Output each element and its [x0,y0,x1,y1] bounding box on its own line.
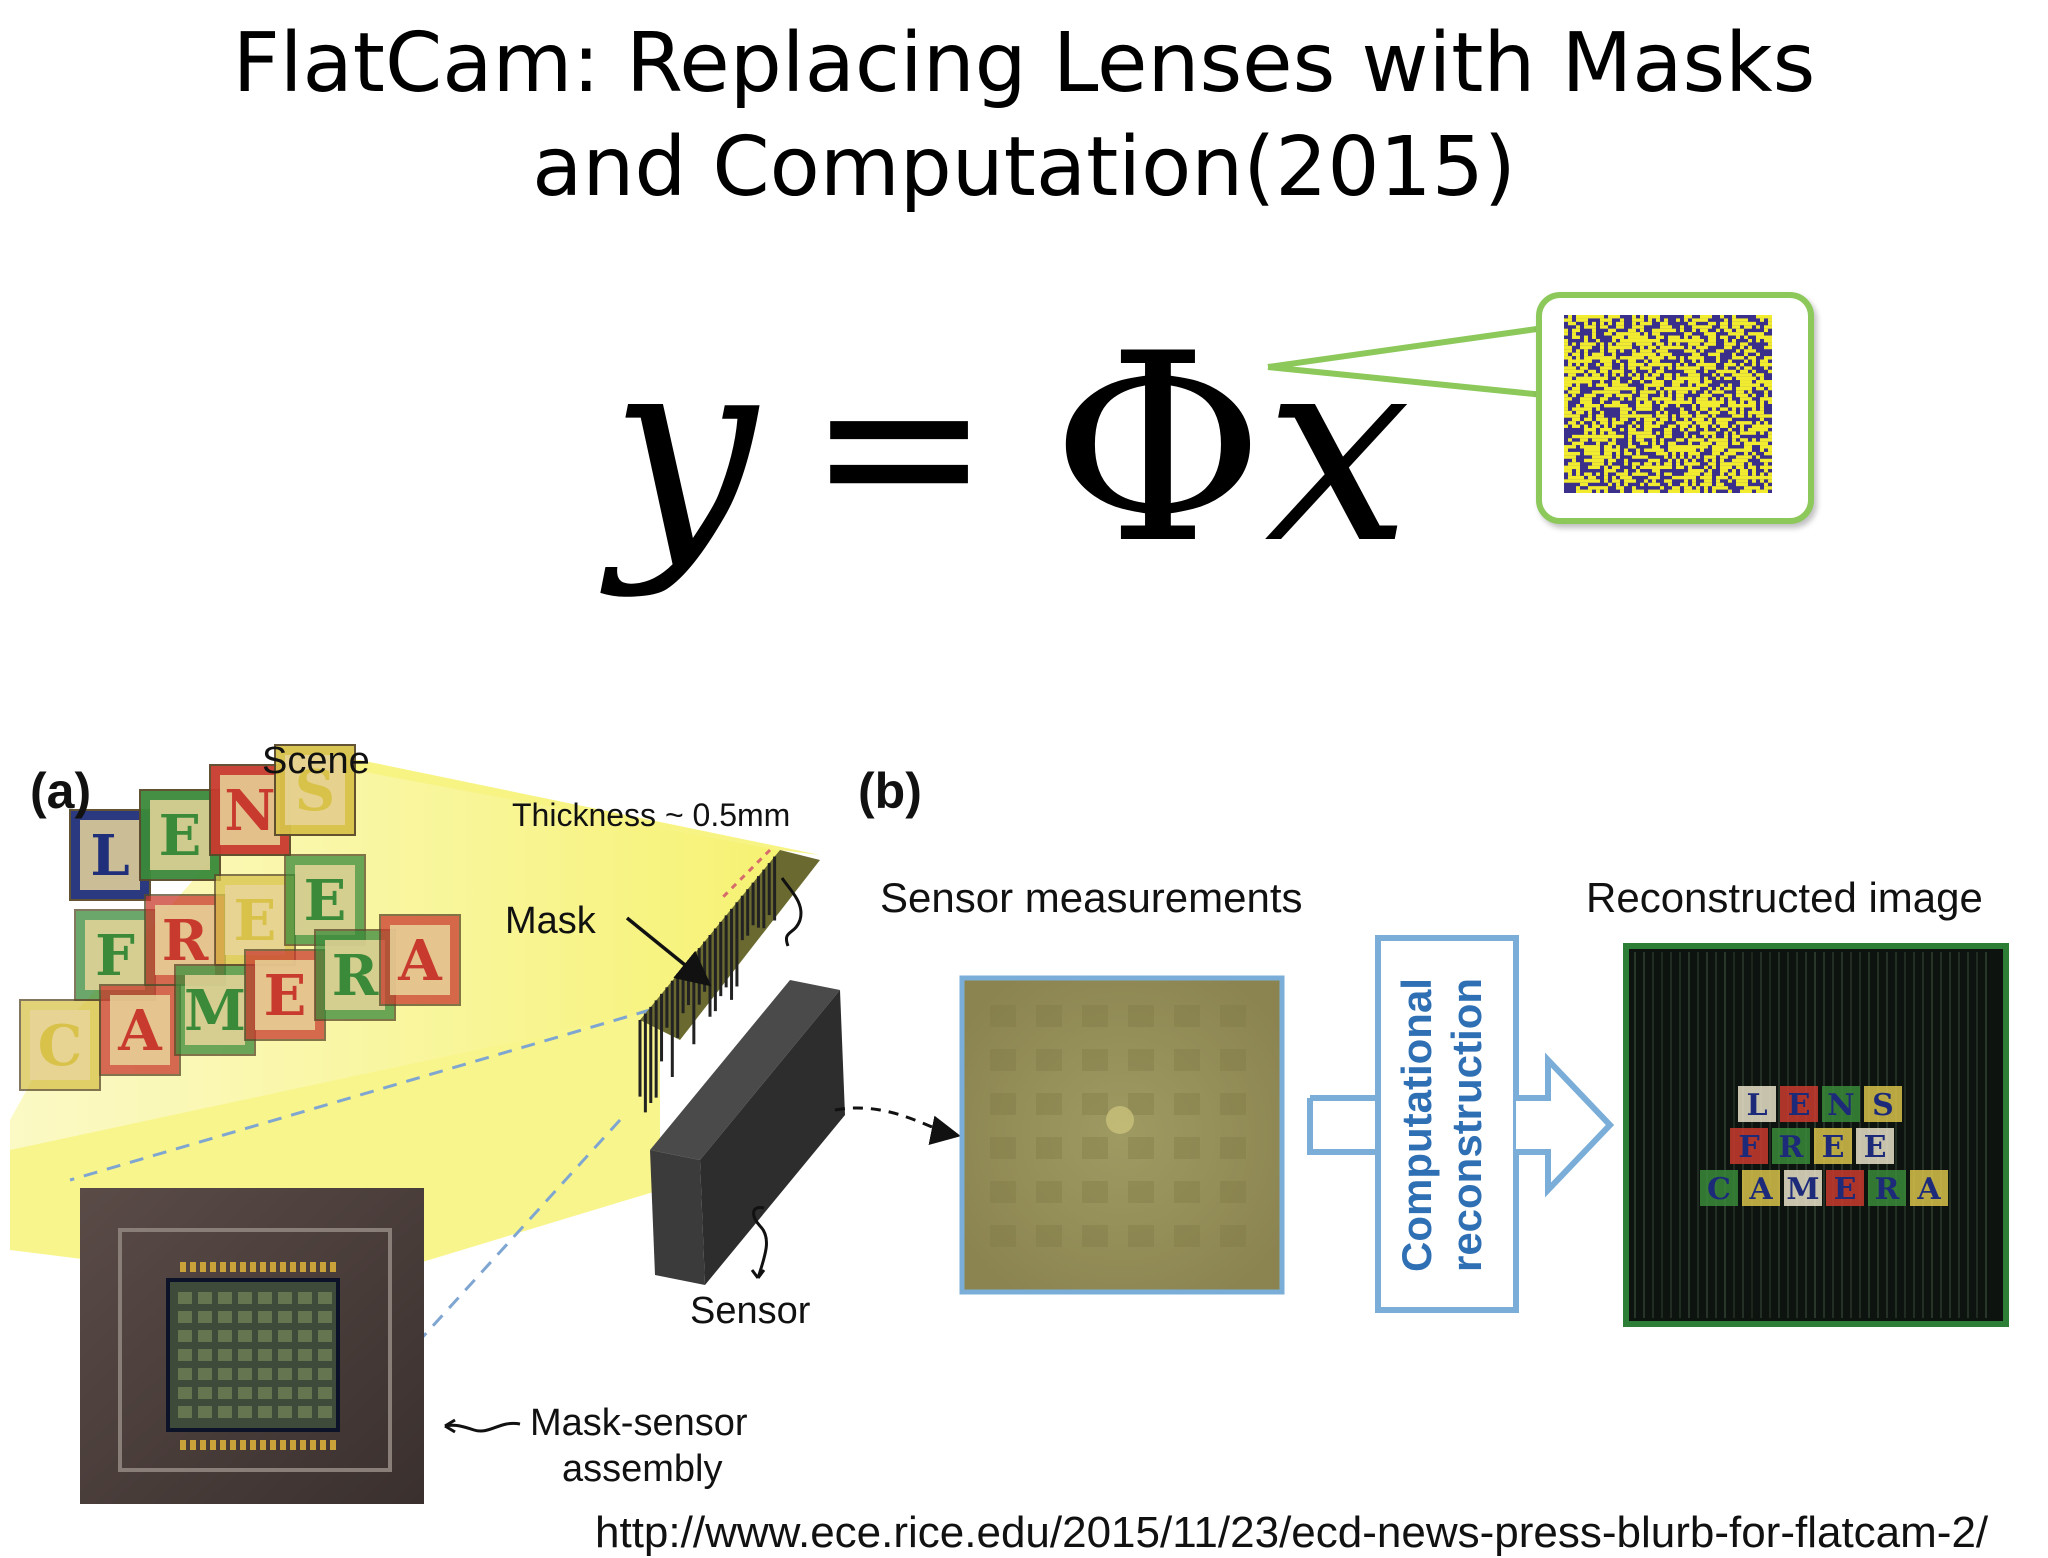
thickness-label: Thickness ~ 0.5mm [512,797,791,833]
sensor-measurements-label: Sensor measurements [880,874,1303,921]
equation-phi: Φ [1051,299,1265,601]
reconstructed-block-letter: E [1864,1130,1887,1165]
reconstructed-block [1868,1170,1906,1206]
reconstructed-block [1814,1128,1852,1164]
equation-equals: = [806,317,992,573]
sensor-label: Sensor [690,1290,811,1332]
assembly-pointer [444,1421,521,1433]
reconstructed-block-letter: N [1827,1088,1854,1123]
scene-block-letter: C [38,1013,83,1079]
reconstructed-block [1742,1170,1780,1206]
panel-a-tag: (a) [30,763,92,819]
title-line-1: FlatCam: Replacing Lenses with Masks [232,16,1816,111]
reconstructed-block [1864,1086,1902,1122]
mask-pattern-callout [1536,292,1814,524]
reconstructed-block-letter: R [1779,1130,1805,1165]
reconstructed-block [1772,1128,1810,1164]
computational-reconstruction-label: Computational reconstruction [1392,955,1492,1295]
reconstructed-image-label: Reconstructed image [1586,874,1983,921]
reconstructed-block-letter: R [1875,1172,1901,1207]
reconstruction-arrow [1307,1052,1615,1198]
reconstructed-block [1738,1086,1776,1122]
scene-block-letter: S [295,758,335,824]
scene-label: Scene [262,740,370,782]
mask-label: Mask [505,900,596,942]
mask-arrow [625,916,712,987]
reconstructed-block-letter: S [1872,1088,1894,1123]
slide-title: FlatCam: Replacing Lenses with Masks and… [0,12,2048,220]
reconstructed-block [1780,1086,1818,1122]
sensor-measurements-image [959,975,1285,1295]
title-line-2: and Computation(2015) [532,120,1516,215]
scene-block-letter: A [397,928,443,994]
mask-plate [638,856,777,1113]
scene-block-letter: M [184,978,246,1044]
reconstructed-block [1730,1128,1768,1164]
panel-b-tag: (b) [858,763,922,819]
reconstructed-block-letter: A [1916,1172,1941,1207]
scene-block-letter: L [90,823,129,889]
scene-block-letter: A [117,998,163,1064]
scene-block-letter: E [234,888,277,954]
callout-tail-fill [1268,328,1544,395]
thickness-pointer [780,877,803,947]
sensor-pointer [752,1205,768,1279]
scene-block-letter: N [224,778,275,844]
scene-block-letter: F [95,923,135,989]
assembly-label-line2: assembly [562,1448,723,1490]
reconstruction-line1: Computational [1393,978,1440,1272]
scene-block-letter: E [159,803,202,869]
reconstructed-block-letter: A [1748,1172,1773,1207]
reconstructed-block-letter: C [1707,1172,1731,1207]
callout-tail [1267,325,1545,398]
chip-die [166,1278,340,1432]
source-url: http://www.ece.rice.edu/2015/11/23/ecd-n… [595,1508,1989,1557]
scene-block-letter: R [332,943,379,1009]
reconstruction-line2: reconstruction [1443,977,1490,1273]
reconstructed-block-letter: E [1822,1130,1845,1165]
reconstructed-block [1910,1170,1948,1206]
reconstructed-block [1856,1128,1894,1164]
random-mask-pattern [1564,315,1772,493]
equation-y: y [610,299,757,601]
measurement-equation: y=Φx [610,300,1510,600]
scene-block-letter: E [304,868,347,934]
scene-block-letter: R [162,908,209,974]
assembly-label-line1: Mask-sensor [530,1402,748,1444]
measurement-arrow [834,1106,961,1145]
sensor-plate [700,990,845,1285]
reconstructed-block-letter: L [1746,1088,1767,1123]
reconstructed-block-letter: M [1786,1172,1819,1207]
reconstructed-block [1700,1170,1738,1206]
reconstructed-block-letter: E [1788,1088,1811,1123]
scene-block-letter: E [264,963,307,1029]
reconstructed-block [1826,1170,1864,1206]
reconstructed-block [1822,1086,1860,1122]
reconstructed-block-letter: E [1834,1172,1857,1207]
reconstructed-block-letter: F [1738,1130,1759,1165]
reconstructed-block [1784,1170,1822,1206]
